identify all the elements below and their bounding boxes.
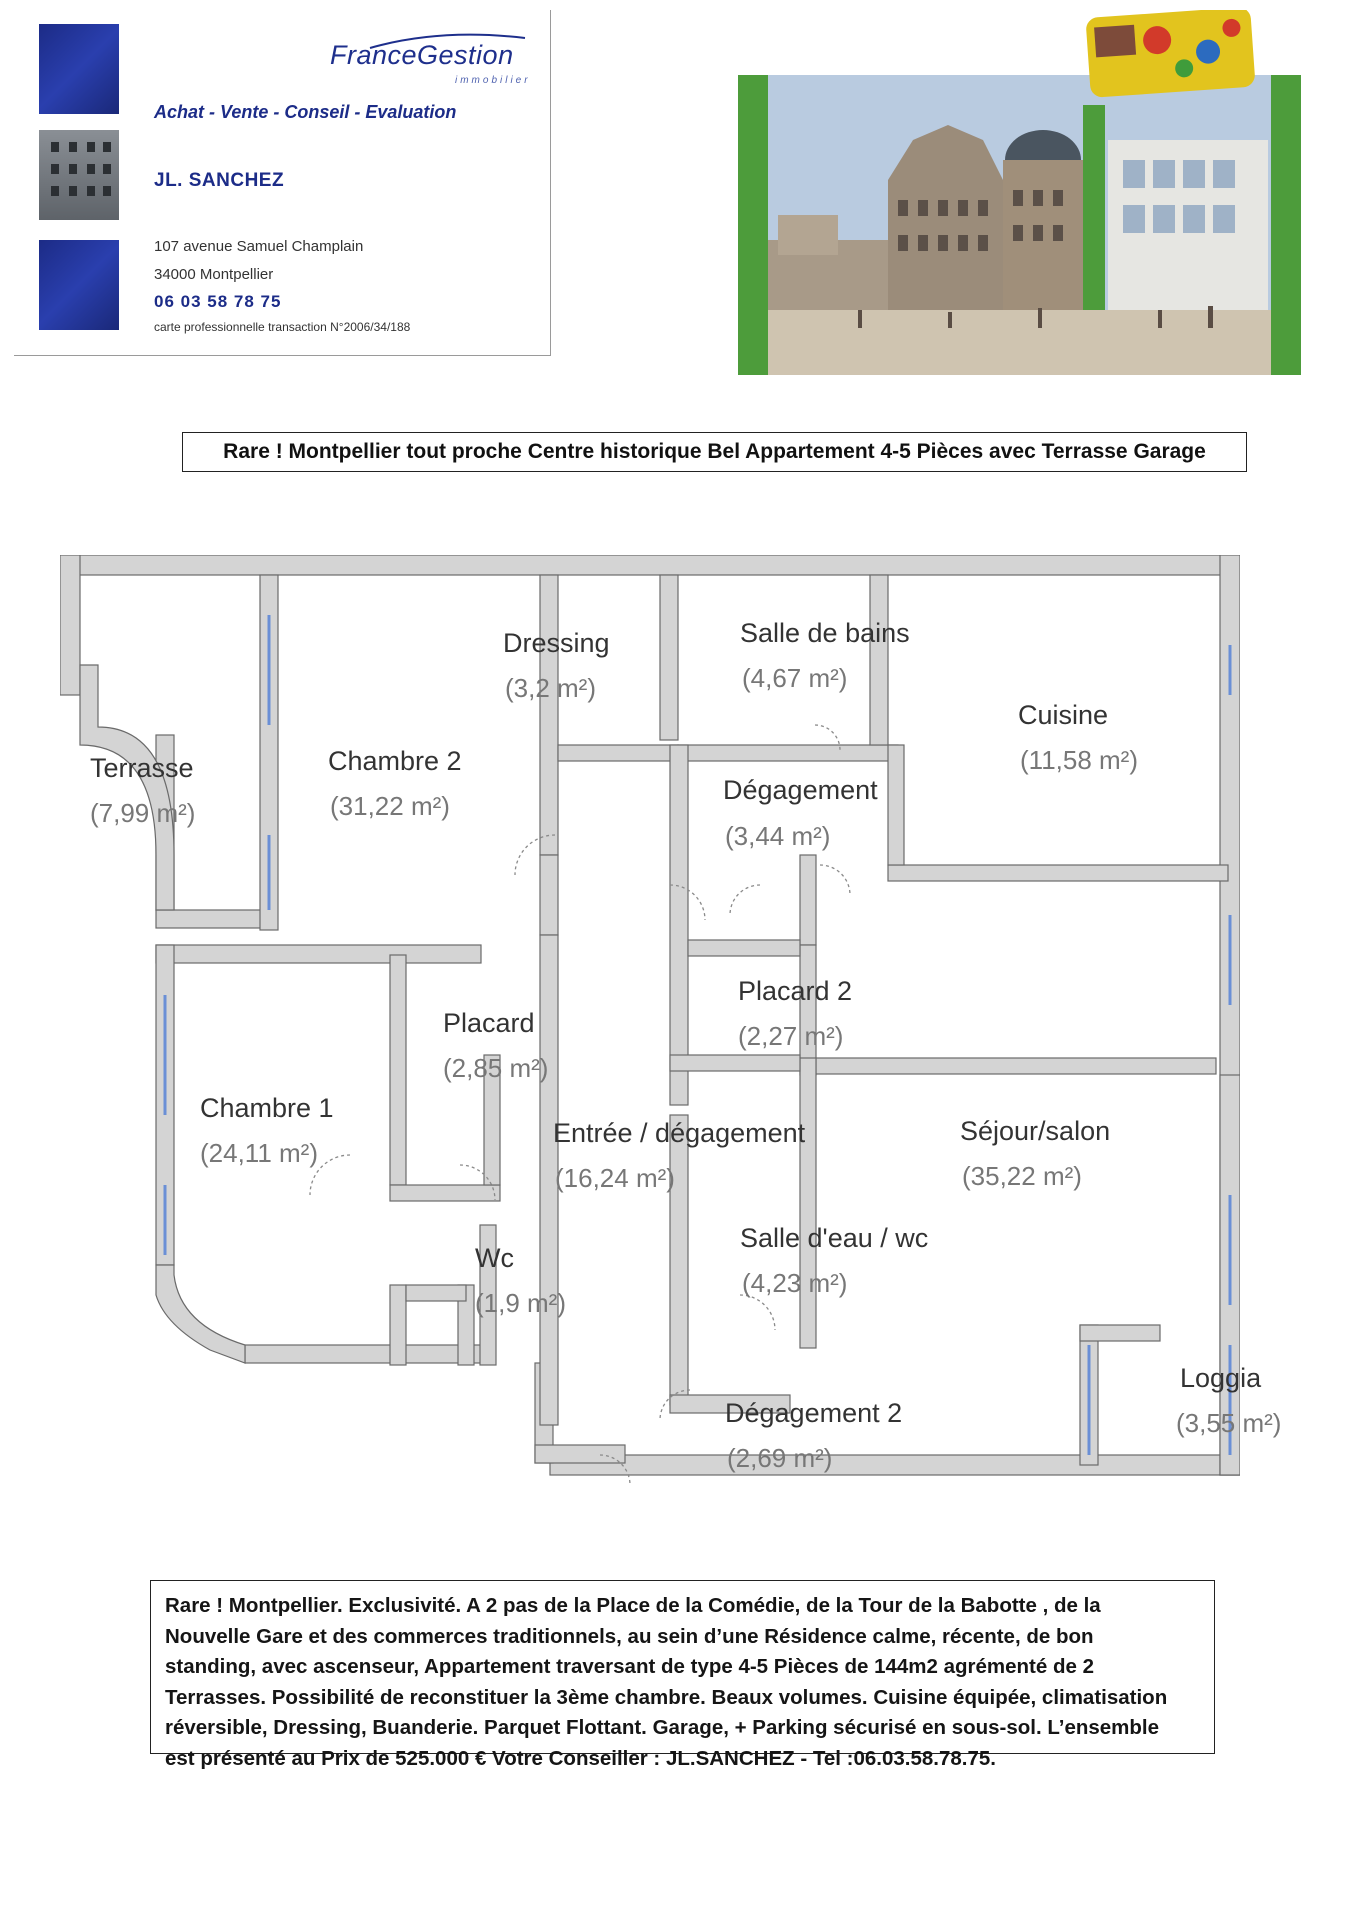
room-area-wc: (1,9 m²) (475, 1288, 566, 1318)
card-tagline: Achat - Vente - Conseil - Evaluation (154, 102, 457, 122)
blue-square-top (39, 24, 119, 114)
phone-number: 06 03 58 78 75 (154, 292, 282, 311)
building-thumbnail (39, 130, 119, 220)
floor-plan-walls (60, 555, 1240, 1486)
room-label-placard: Placard (443, 1008, 535, 1038)
address-line1: 107 avenue Samuel Champlain (154, 238, 364, 255)
business-card: FranceGestion immobilier Achat - Vente -… (14, 10, 551, 356)
room-label-entree-degagement: Entrée / dégagement (553, 1118, 806, 1148)
room-label-degagement-2: Dégagement 2 (725, 1398, 903, 1428)
room-label-degagement: Dégagement (723, 775, 878, 805)
agent-name: JL. SANCHEZ (154, 170, 285, 191)
room-area-dressing: (3,2 m²) (505, 673, 596, 703)
room-area-loggia: (3,55 m²) (1176, 1408, 1282, 1438)
description-line: Rare ! Montpellier. Exclusivité. A 2 pas… (165, 1594, 1101, 1617)
room-label-salle-de-bains: Salle de bains (740, 618, 910, 648)
room-label-chambre-1: Chambre 1 (200, 1093, 334, 1123)
room-area-chambre-1: (24,11 m²) (200, 1138, 318, 1168)
room-area-placard-2: (2,27 m²) (738, 1021, 844, 1051)
room-label-placard-2: Placard 2 (738, 976, 853, 1006)
room-area-chambre-2: (31,22 m²) (330, 791, 450, 821)
room-label-sejour-salon: Séjour/salon (960, 1116, 1111, 1146)
room-area-entree-degagement: (16,24 m²) (555, 1163, 675, 1193)
room-area-degagement: (3,44 m²) (725, 821, 831, 851)
room-label-salle-deau-wc: Salle d'eau / wc (740, 1223, 929, 1253)
room-area-placard: (2,85 m²) (443, 1053, 549, 1083)
logo-text: FranceGestion (330, 40, 514, 70)
room-area-salle-de-bains: (4,67 m²) (742, 663, 848, 693)
room-label-loggia: Loggia (1180, 1363, 1262, 1393)
description-line: est présenté au Prix de 525.000 € Votre … (165, 1746, 996, 1770)
room-label-wc: Wc (475, 1243, 514, 1273)
address-line2: 34000 Montpellier (154, 266, 274, 283)
description-line: Nouvelle Gare et des commerces tradition… (165, 1624, 1094, 1648)
logo-swoosh-icon (369, 33, 526, 49)
license-number: carte professionnelle transaction N°2006… (154, 320, 411, 334)
room-area-sejour-salon: (35,22 m²) (962, 1161, 1082, 1191)
room-label-dressing: Dressing (503, 628, 610, 658)
listing-headline: Rare ! Montpellier tout proche Centre hi… (182, 432, 1247, 472)
description-line: standing, avec ascenseur, Appartement tr… (165, 1655, 1094, 1678)
room-label-terrasse: Terrasse (90, 753, 194, 783)
listing-description: Rare ! Montpellier. Exclusivité. A 2 pas… (150, 1580, 1215, 1770)
description-line: Terrasses. Possibilité de reconstituer l… (165, 1685, 1168, 1709)
room-label-chambre-2: Chambre 2 (328, 746, 462, 776)
room-label-cuisine: Cuisine (1018, 700, 1109, 730)
montpellier-photo (738, 10, 1308, 380)
francegestion-logo: FranceGestion immobilier (330, 32, 540, 92)
blue-square-bottom (39, 240, 119, 330)
room-area-terrasse: (7,99 m²) (90, 798, 196, 828)
description-line: réversible, Dressing, Buanderie. Parquet… (165, 1716, 1160, 1739)
room-area-salle-deau-wc: (4,23 m²) (742, 1268, 848, 1298)
room-area-cuisine: (11,58 m²) (1020, 745, 1138, 775)
room-area-degagement-2: (2,69 m²) (727, 1443, 833, 1473)
logo-subtext: immobilier (455, 75, 531, 86)
